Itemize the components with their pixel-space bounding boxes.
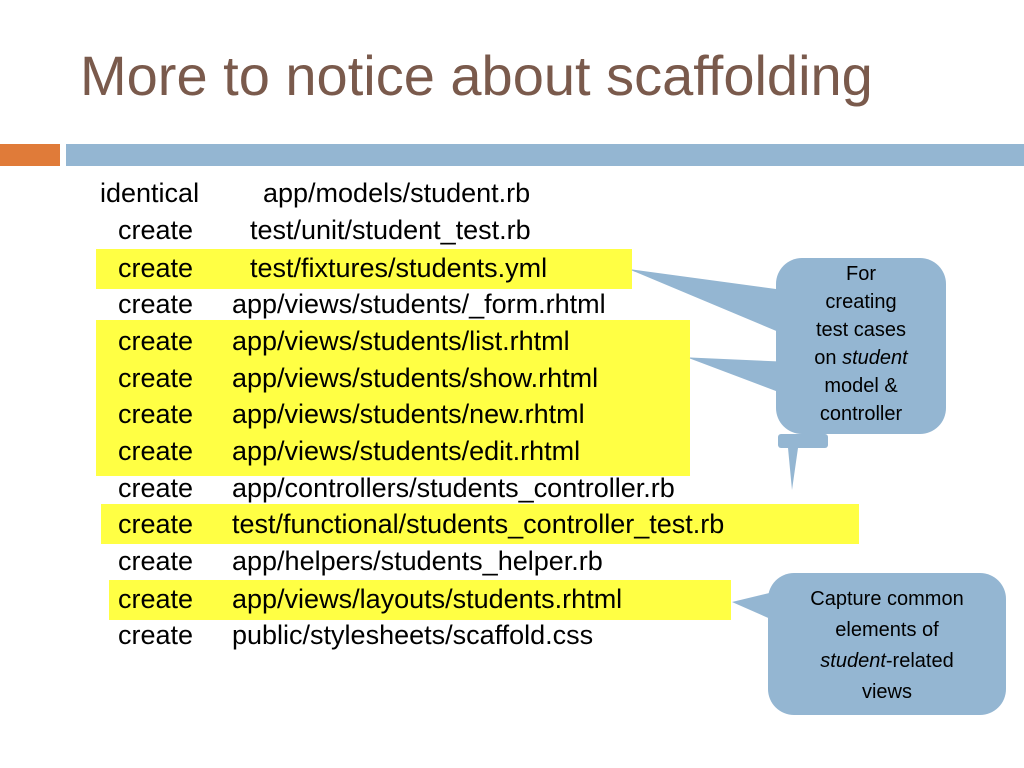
line-command: create — [118, 326, 194, 356]
line-command: create — [118, 399, 194, 429]
line-path: app/views/layouts/students.rhtml — [232, 584, 623, 614]
accent-bar-orange — [0, 144, 60, 166]
highlight-fixtures — [96, 249, 632, 289]
callout-emphasis: student — [820, 650, 886, 672]
highlight-layout — [109, 580, 731, 620]
callout-line: creating — [825, 291, 897, 313]
callout-test-cases: For creating test cases on student model… — [776, 260, 946, 428]
line-path: app/views/students/_form.rhtml — [232, 289, 606, 319]
callout-line: student-related — [768, 646, 1006, 677]
line-command: create — [118, 584, 194, 614]
line-path: app/views/students/list.rhtml — [232, 326, 570, 356]
line-path: public/stylesheets/scaffold.css — [232, 620, 594, 650]
callout-line: For — [846, 263, 876, 285]
line-command: create — [118, 509, 194, 539]
line-path: app/controllers/students_controller.rb — [232, 473, 675, 503]
callout-line: elements of — [835, 619, 939, 641]
callout-line: controller — [819, 403, 903, 425]
callout-line: views — [861, 681, 912, 703]
line-command: create — [118, 473, 194, 503]
line-command: create — [118, 289, 194, 319]
callout-line: test cases — [815, 319, 907, 341]
callout-line: on student — [776, 344, 946, 372]
line-command: create — [118, 215, 194, 245]
line-path: app/models/student.rb — [263, 178, 531, 208]
callout-emphasis: student — [842, 347, 908, 369]
line-path: test/unit/student_test.rb — [250, 215, 531, 245]
line-command: create — [118, 436, 194, 466]
line-path: test/fixtures/students.yml — [250, 253, 548, 283]
callout-test-cases-shape — [631, 258, 946, 490]
line-command: create — [118, 253, 194, 283]
line-command: create — [118, 363, 194, 393]
line-path: app/helpers/students_helper.rb — [232, 546, 603, 576]
callout-layout-shape — [732, 573, 1006, 715]
callout-layout: Capture common elements of student-relat… — [768, 584, 1006, 708]
line-path: app/views/students/show.rhtml — [232, 363, 599, 393]
line-command: create — [118, 620, 194, 650]
line-path: app/views/students/new.rhtml — [232, 399, 585, 429]
highlight-functional-test — [101, 504, 859, 544]
callout-line: Capture common — [810, 588, 964, 610]
callout-text: on — [814, 347, 843, 369]
line-command: create — [118, 546, 194, 576]
callout-line: model & — [824, 375, 898, 397]
highlight-views-block — [96, 320, 690, 476]
line-path: app/views/students/edit.rhtml — [232, 436, 581, 466]
line-command: identical — [100, 178, 200, 208]
line-path: test/functional/students_controller_test… — [232, 509, 725, 539]
accent-bar-blue — [66, 144, 1024, 166]
callout-text: -related — [885, 650, 954, 672]
slide-title: More to notice about scaffolding — [80, 44, 873, 107]
